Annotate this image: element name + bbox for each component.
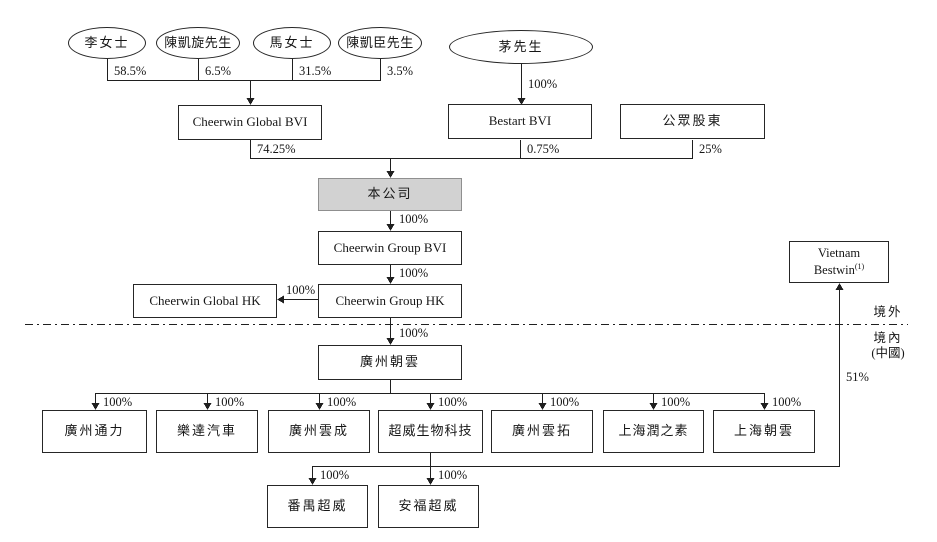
node-cheerwin-global-bvi: Cheerwin Global BVI <box>178 105 322 140</box>
pct-yuntuo: 100% <box>550 395 580 409</box>
node-shanghai-chaoyun: 上海朝雲 <box>713 410 815 453</box>
region-onshore-paren-label: (中國) <box>871 346 905 360</box>
pct-yuncheng: 100% <box>327 395 357 409</box>
node-shanghai-runzhisu: 上海潤之素 <box>603 410 704 453</box>
node-panyu-chaowei: 番禺超威 <box>267 485 368 528</box>
node-guangzhou-tongli: 廣州通力 <box>42 410 147 453</box>
pct-chaoyun: 100% <box>399 326 429 340</box>
pct-tongli: 100% <box>103 395 133 409</box>
pct-vietnam: 51% <box>846 370 869 384</box>
node-guangzhou-yuntuo: 廣州雲拓 <box>491 410 593 453</box>
node-ms-ma: 馬女士 <box>253 27 331 59</box>
pct-mao: 100% <box>528 77 558 91</box>
pct-anfu: 100% <box>438 468 468 482</box>
node-guangzhou-chaoyun: 廣州朝雲 <box>318 345 462 380</box>
pct-shanghai-chaoyun: 100% <box>772 395 802 409</box>
node-cheerwin-global-hk: Cheerwin Global HK <box>133 284 277 318</box>
pct-global-hk: 100% <box>286 283 316 297</box>
pct-leda: 100% <box>215 395 245 409</box>
node-cheerwin-group-hk: Cheerwin Group HK <box>318 284 462 318</box>
pct-bestart-bvi: 0.75% <box>527 142 560 156</box>
pct-cheerwin-global-bvi: 74.25% <box>257 142 296 156</box>
node-guangzhou-yuncheng: 廣州雲成 <box>268 410 370 453</box>
node-mr-chen-kaixuan: 陳凱旋先生 <box>156 27 240 59</box>
pct-bio: 100% <box>438 395 468 409</box>
pct-group-bvi: 100% <box>399 266 429 280</box>
node-chaowei-bio: 超威生物科技 <box>378 410 483 453</box>
region-offshore-label: 境外 <box>873 305 903 319</box>
node-cheerwin-group-bvi: Cheerwin Group BVI <box>318 231 462 265</box>
pct-runzhisu: 100% <box>661 395 691 409</box>
pct-li: 58.5% <box>114 64 147 78</box>
node-mr-chen-kaichen: 陳凱臣先生 <box>338 27 422 59</box>
node-vietnam-bestwin: Vietnam Bestwin(1) <box>789 241 889 283</box>
pct-ma: 31.5% <box>299 64 332 78</box>
pct-public: 25% <box>699 142 722 156</box>
node-company: 本公司 <box>318 178 462 211</box>
pct-panyu: 100% <box>320 468 350 482</box>
node-public-shareholders: 公眾股東 <box>620 104 765 139</box>
pct-company: 100% <box>399 212 429 226</box>
pct-chen-kaixuan: 6.5% <box>205 64 232 78</box>
node-bestart-bvi: Bestart BVI <box>448 104 592 139</box>
node-anfu-chaowei: 安福超威 <box>378 485 479 528</box>
node-ms-li: 李女士 <box>68 27 146 59</box>
node-mr-mao: 茅先生 <box>449 30 593 64</box>
region-onshore-label: 境內 <box>873 331 903 345</box>
vietnam-bestwin-label: Vietnam Bestwin(1) <box>813 246 865 278</box>
node-leda-auto: 樂達汽車 <box>156 410 258 453</box>
pct-chen-kaichen: 3.5% <box>387 64 414 78</box>
